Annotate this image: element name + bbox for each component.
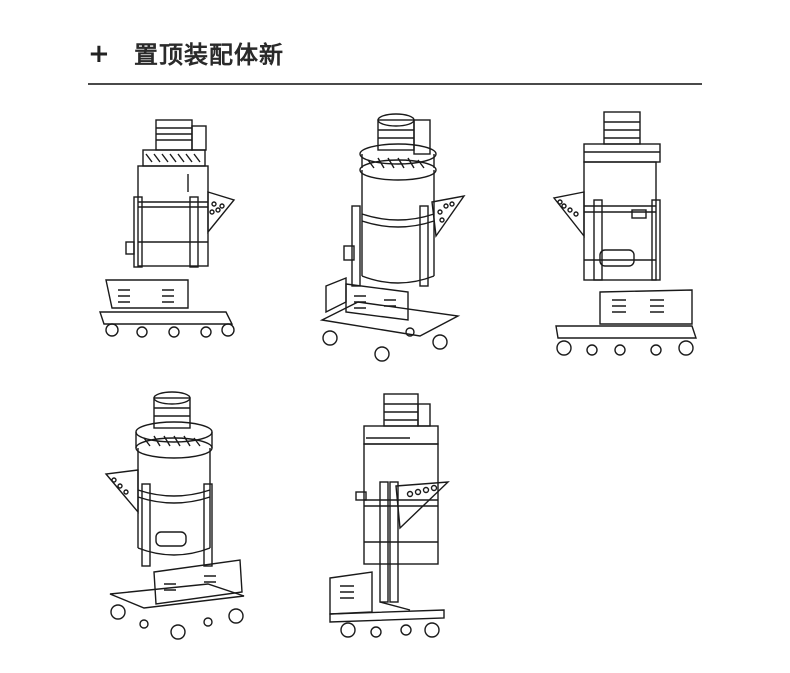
vacuum-view-iso-right — [104, 388, 254, 644]
vacuum-view-back — [552, 110, 702, 362]
vacuum-view-front — [98, 112, 248, 347]
plus-icon: + — [88, 39, 110, 69]
header-divider — [88, 83, 702, 85]
section-header: + 置顶装配体新 — [88, 36, 702, 84]
vacuum-view-side — [326, 392, 451, 644]
section-title: 置顶装配体新 — [134, 41, 284, 69]
vacuum-view-iso-left — [318, 106, 468, 368]
